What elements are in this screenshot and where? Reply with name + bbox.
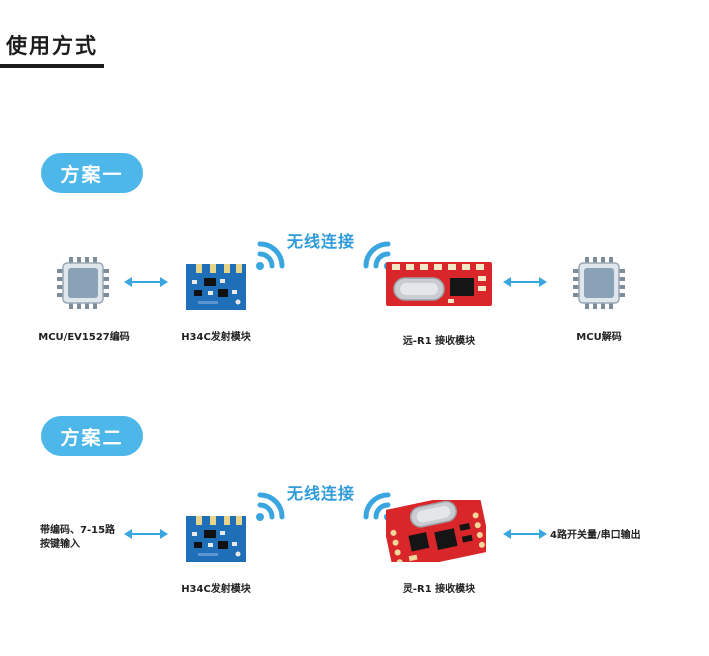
chip-icon (572, 256, 626, 310)
wifi-signal-icon (254, 487, 286, 523)
page-heading: 使用方式 (6, 34, 98, 58)
scheme-2-wireless-label: 无线连接 (287, 484, 356, 503)
scheme-2-tx-caption: H34C发射模块 (181, 584, 251, 595)
double-arrow-icon (503, 528, 547, 540)
scheme-2-left-caption: 带编码、7-15路 按键输入 (40, 524, 115, 552)
scheme-2-pill: 方案二 (41, 416, 143, 456)
tx-module-image (186, 264, 246, 310)
scheme-2-right-caption: 4路开关量/串口输出 (550, 530, 641, 541)
tx-module-image (186, 516, 246, 562)
scheme-1-tx-caption: H34C发射模块 (181, 332, 251, 343)
rx-module-image (386, 500, 486, 562)
scheme-1-right-caption: MCU解码 (576, 332, 622, 343)
scheme-1-pill: 方案一 (41, 153, 143, 193)
scheme-1-left-caption: MCU/EV1527编码 (38, 332, 130, 343)
double-arrow-icon (124, 528, 168, 540)
scheme-1-wireless-label: 无线连接 (287, 232, 356, 251)
scheme-2-left-caption-line2: 按键输入 (40, 539, 80, 550)
chip-icon (56, 256, 110, 310)
wifi-signal-icon (254, 236, 286, 272)
scheme-2-rx-caption: 灵-R1 接收模块 (402, 584, 476, 595)
rx-module-image (386, 262, 492, 306)
scheme-1-rx-caption: 远-R1 接收模块 (402, 336, 476, 347)
scheme-2-left-caption-line1: 带编码、7-15路 (40, 525, 116, 536)
double-arrow-icon (503, 276, 547, 288)
heading-underline (0, 64, 104, 68)
double-arrow-icon (124, 276, 168, 288)
